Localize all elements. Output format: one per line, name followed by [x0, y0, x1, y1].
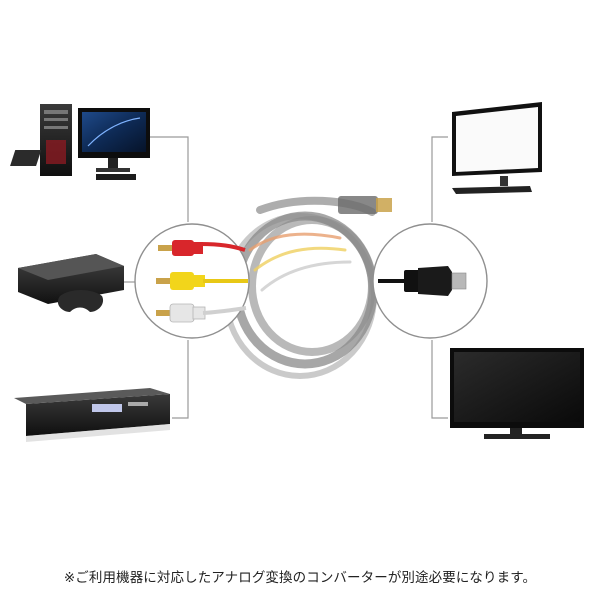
- rca-yellow-plug: [156, 272, 248, 290]
- rca-white-plug: [156, 303, 247, 323]
- rca-closeup-circle: [134, 223, 250, 339]
- media-player-box-icon: [14, 388, 170, 442]
- flat-tv-icon: [450, 348, 584, 439]
- right-connector-lines: [431, 136, 448, 419]
- pc-monitor-icon: [452, 102, 542, 194]
- left-connector-lines: [124, 136, 189, 419]
- hdmi-plug-top: [338, 196, 392, 214]
- rca-red-plug: [158, 240, 246, 256]
- footnote-text: ※ご利用機器に対応したアナログ変換のコンバーターが別途必要になります。: [63, 570, 537, 586]
- desktop-computer-icon: [10, 104, 150, 180]
- hdmi-black-plug: [404, 266, 467, 296]
- rca-wires: [248, 232, 352, 292]
- game-console-icon: [18, 254, 124, 312]
- hdmi-closeup-circle: [372, 223, 488, 339]
